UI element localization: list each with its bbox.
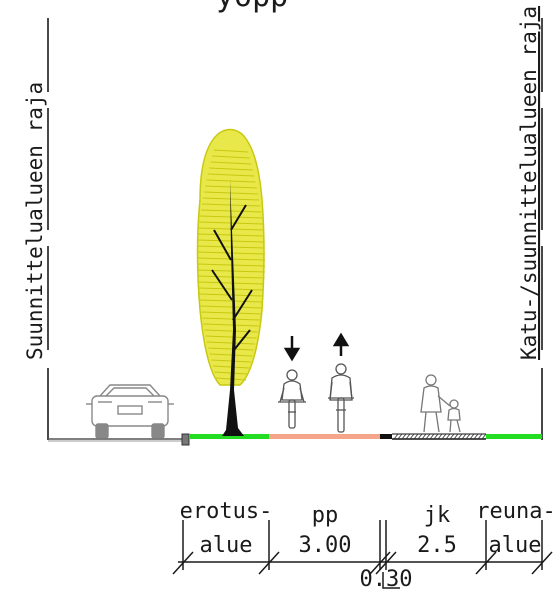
zone-reuna-label-1: reuna- [476, 499, 554, 524]
direction-arrow-icon [283, 332, 350, 362]
green-strip-left [189, 434, 269, 439]
left-boundary-label: Suunnittelualueen raja [23, 82, 47, 360]
dimension-line [172, 520, 553, 589]
cyclist-icon [278, 369, 306, 429]
zone-pp-label-1: pp [312, 503, 339, 528]
ground-section [48, 433, 542, 446]
cyclist-icon [328, 363, 354, 433]
dimension-labels: erotus- alue pp 3.00 jk 2.5 reuna- alue … [180, 499, 554, 592]
car-icon [86, 384, 174, 439]
zone-pp-width: 3.00 [299, 533, 352, 558]
title-fragment: yöpp [216, 0, 288, 14]
green-strip-right [486, 434, 542, 439]
zone-erotus-label-1: erotus- [180, 499, 273, 524]
sidewalk-surface [392, 433, 487, 440]
tree-icon [196, 128, 266, 436]
zone-erotus-label-2: alue [200, 533, 253, 558]
curb-separator [380, 434, 392, 439]
zone-jk-label-1: jk [424, 503, 451, 528]
cycle-path-surface [269, 434, 380, 439]
pedestrian-icon [447, 399, 461, 433]
curb-stone [181, 433, 190, 446]
pedestrian-icon [420, 374, 451, 433]
right-boundary-label: Katu-/suunnittelualueen raja [517, 6, 541, 360]
curb-width-label: 0.30 [360, 567, 413, 592]
zone-jk-width: 2.5 [417, 533, 457, 558]
zone-reuna-label-2: alue [489, 533, 542, 558]
